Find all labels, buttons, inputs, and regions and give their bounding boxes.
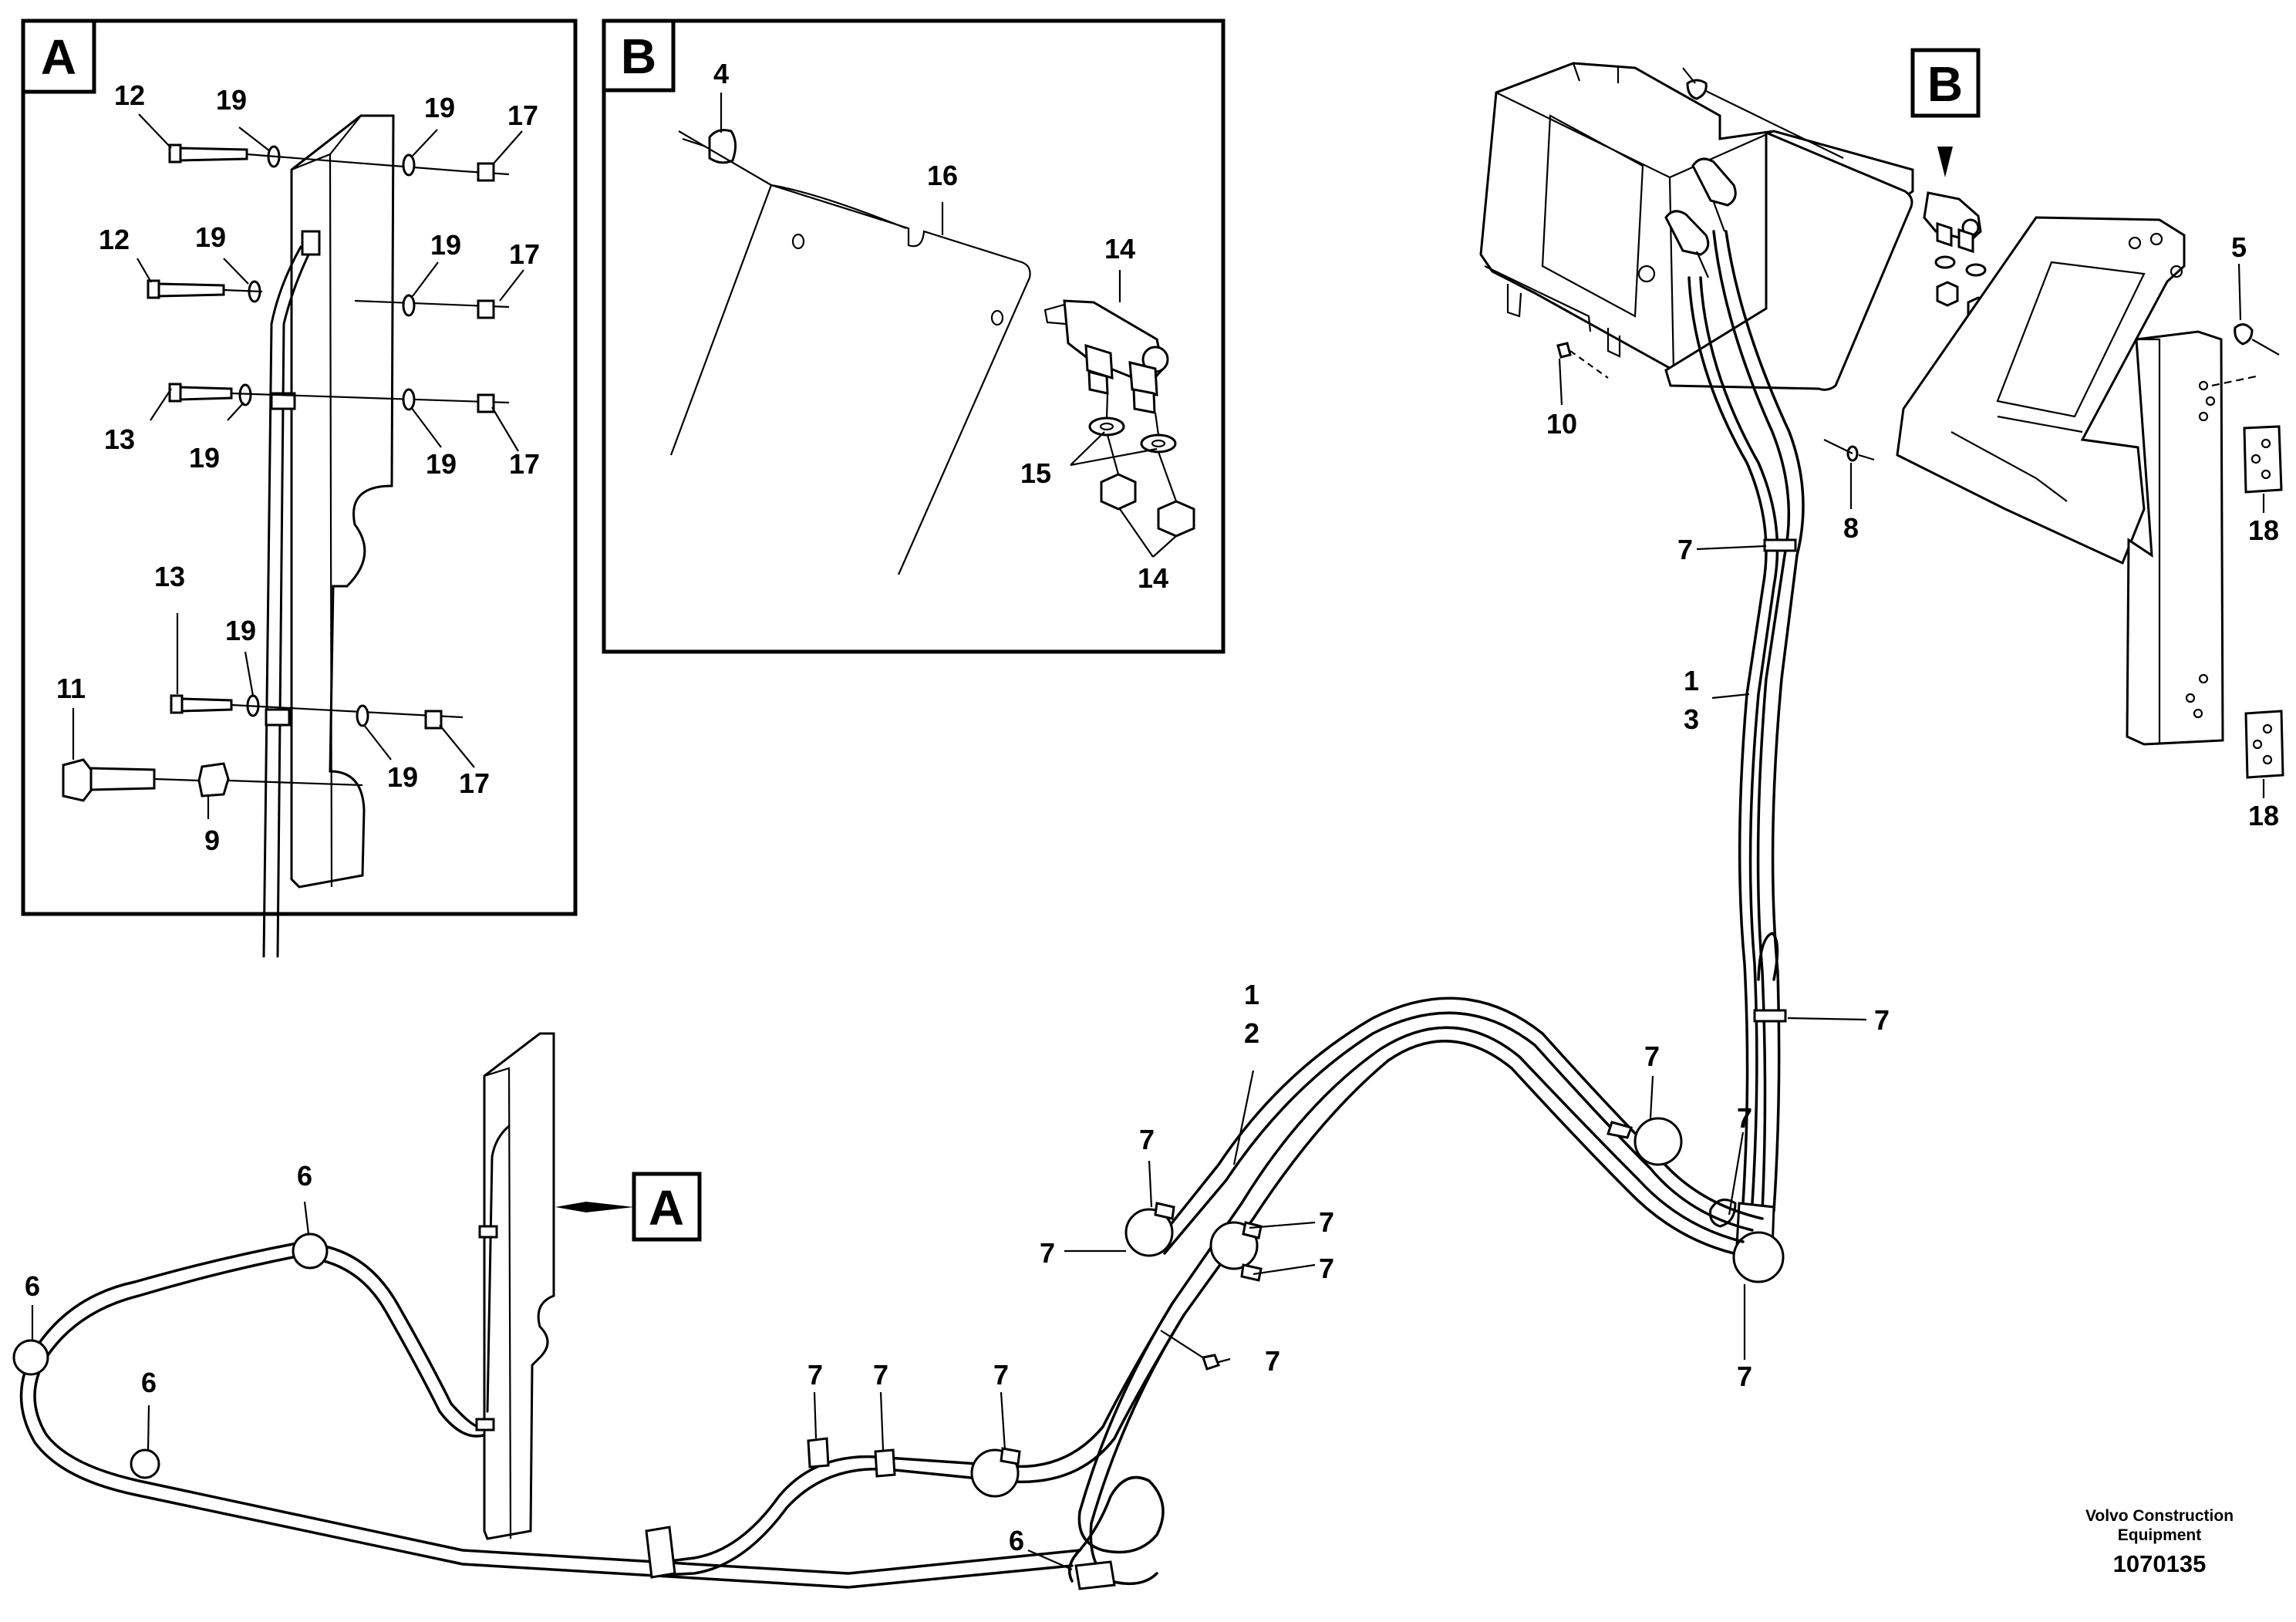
company-name-line2: Equipment xyxy=(2118,1526,2202,1544)
label-1: 1 xyxy=(1684,665,1699,696)
detail-a-tag xyxy=(21,19,96,94)
main-part-labels: 5 10 8 18 18 7 1 3 7 1 2 7 7 7 7 7 7 7 7… xyxy=(25,231,2279,1556)
label-7: 7 xyxy=(1874,1004,1890,1036)
label-18: 18 xyxy=(2248,800,2279,831)
label-19: 19 xyxy=(387,761,418,793)
label-6: 6 xyxy=(1009,1525,1024,1556)
detail-a-mounting-plate xyxy=(290,114,395,889)
label-19: 19 xyxy=(430,229,461,261)
label-7: 7 xyxy=(1677,534,1693,565)
callout-a-arrow xyxy=(555,1202,634,1212)
label-7: 7 xyxy=(807,1359,823,1391)
label-11: 11 xyxy=(56,673,86,704)
label-19: 19 xyxy=(424,92,455,123)
company-name-line1: Volvo Construction xyxy=(2085,1507,2234,1525)
label-7: 7 xyxy=(1737,1102,1752,1134)
label-17: 17 xyxy=(459,767,490,799)
detail-b-tag-letter: B xyxy=(621,29,656,84)
drawing-footer: Volvo Construction Equipment 1070135 xyxy=(2085,1507,2234,1577)
detail-a-tag-letter: A xyxy=(41,29,76,85)
detail-b-frame xyxy=(602,19,1226,654)
bolt-5 xyxy=(2234,323,2254,346)
detail-b-leaders xyxy=(720,93,1177,558)
label-7: 7 xyxy=(1319,1253,1334,1284)
detail-b-part-labels: 4 16 14 15 14 xyxy=(713,58,1168,594)
label-19: 19 xyxy=(225,615,256,646)
label-5: 5 xyxy=(2231,231,2247,263)
detail-a-part-labels: 12 19 19 17 12 19 19 17 13 19 19 17 13 1… xyxy=(56,79,540,856)
label-17: 17 xyxy=(509,448,540,480)
label-6: 6 xyxy=(141,1367,157,1398)
label-7: 7 xyxy=(1319,1206,1334,1238)
label-18: 18 xyxy=(2248,514,2279,546)
label-6: 6 xyxy=(297,1160,312,1192)
label-4: 4 xyxy=(713,58,729,89)
label-12: 12 xyxy=(99,224,130,255)
detail-b-tag xyxy=(602,19,676,93)
label-15: 15 xyxy=(1020,457,1051,489)
label-10: 10 xyxy=(1546,408,1577,440)
label-17: 17 xyxy=(509,238,540,270)
label-7: 7 xyxy=(1644,1040,1660,1072)
label-13: 13 xyxy=(104,423,135,455)
callout-a-letter: A xyxy=(649,1180,684,1236)
detail-a: A xyxy=(21,19,578,958)
callout-b-arrow xyxy=(1937,116,1953,177)
label-3: 3 xyxy=(1684,703,1699,735)
label-14: 14 xyxy=(1104,233,1135,265)
label-16: 16 xyxy=(927,160,958,191)
label-7: 7 xyxy=(1139,1124,1155,1155)
hose-assembly-1-3 xyxy=(1687,230,1805,1283)
support-bracket xyxy=(1896,216,2224,746)
label-7: 7 xyxy=(1737,1361,1752,1392)
label-1: 1 xyxy=(1244,979,1259,1010)
label-7: 7 xyxy=(993,1359,1009,1391)
callout-b-tag xyxy=(1910,48,1981,118)
label-19: 19 xyxy=(426,448,457,480)
callout-a-tag xyxy=(632,1172,702,1242)
main-leaders xyxy=(31,263,2265,1571)
callout-b-letter: B xyxy=(1927,56,1963,112)
detail-b: B xyxy=(602,19,1226,654)
valve-block xyxy=(1479,62,1914,391)
label-9: 9 xyxy=(204,824,220,856)
label-7: 7 xyxy=(1040,1237,1055,1269)
detail-a-leaders xyxy=(72,113,524,819)
hose-run-left xyxy=(12,1109,1185,1590)
label-6: 6 xyxy=(25,1270,40,1302)
drawing-number: 1070135 xyxy=(2113,1550,2207,1577)
wear-pads xyxy=(2243,425,2284,779)
main-assembly: B A xyxy=(12,48,2284,1590)
label-13: 13 xyxy=(154,561,185,592)
label-7: 7 xyxy=(873,1359,888,1391)
label-12: 12 xyxy=(114,79,145,111)
label-19: 19 xyxy=(216,84,247,116)
label-19: 19 xyxy=(189,442,220,474)
label-14: 14 xyxy=(1138,562,1168,594)
hose-assembly-1-2 xyxy=(1067,996,1764,1586)
label-8: 8 xyxy=(1843,512,1859,544)
lower-mounting-plate xyxy=(475,1032,555,1540)
screw-10 xyxy=(1556,342,1572,359)
label-2: 2 xyxy=(1244,1017,1259,1049)
detail-a-frame xyxy=(21,19,578,916)
label-7: 7 xyxy=(1265,1345,1280,1377)
label-19: 19 xyxy=(195,221,226,253)
label-17: 17 xyxy=(507,99,538,131)
